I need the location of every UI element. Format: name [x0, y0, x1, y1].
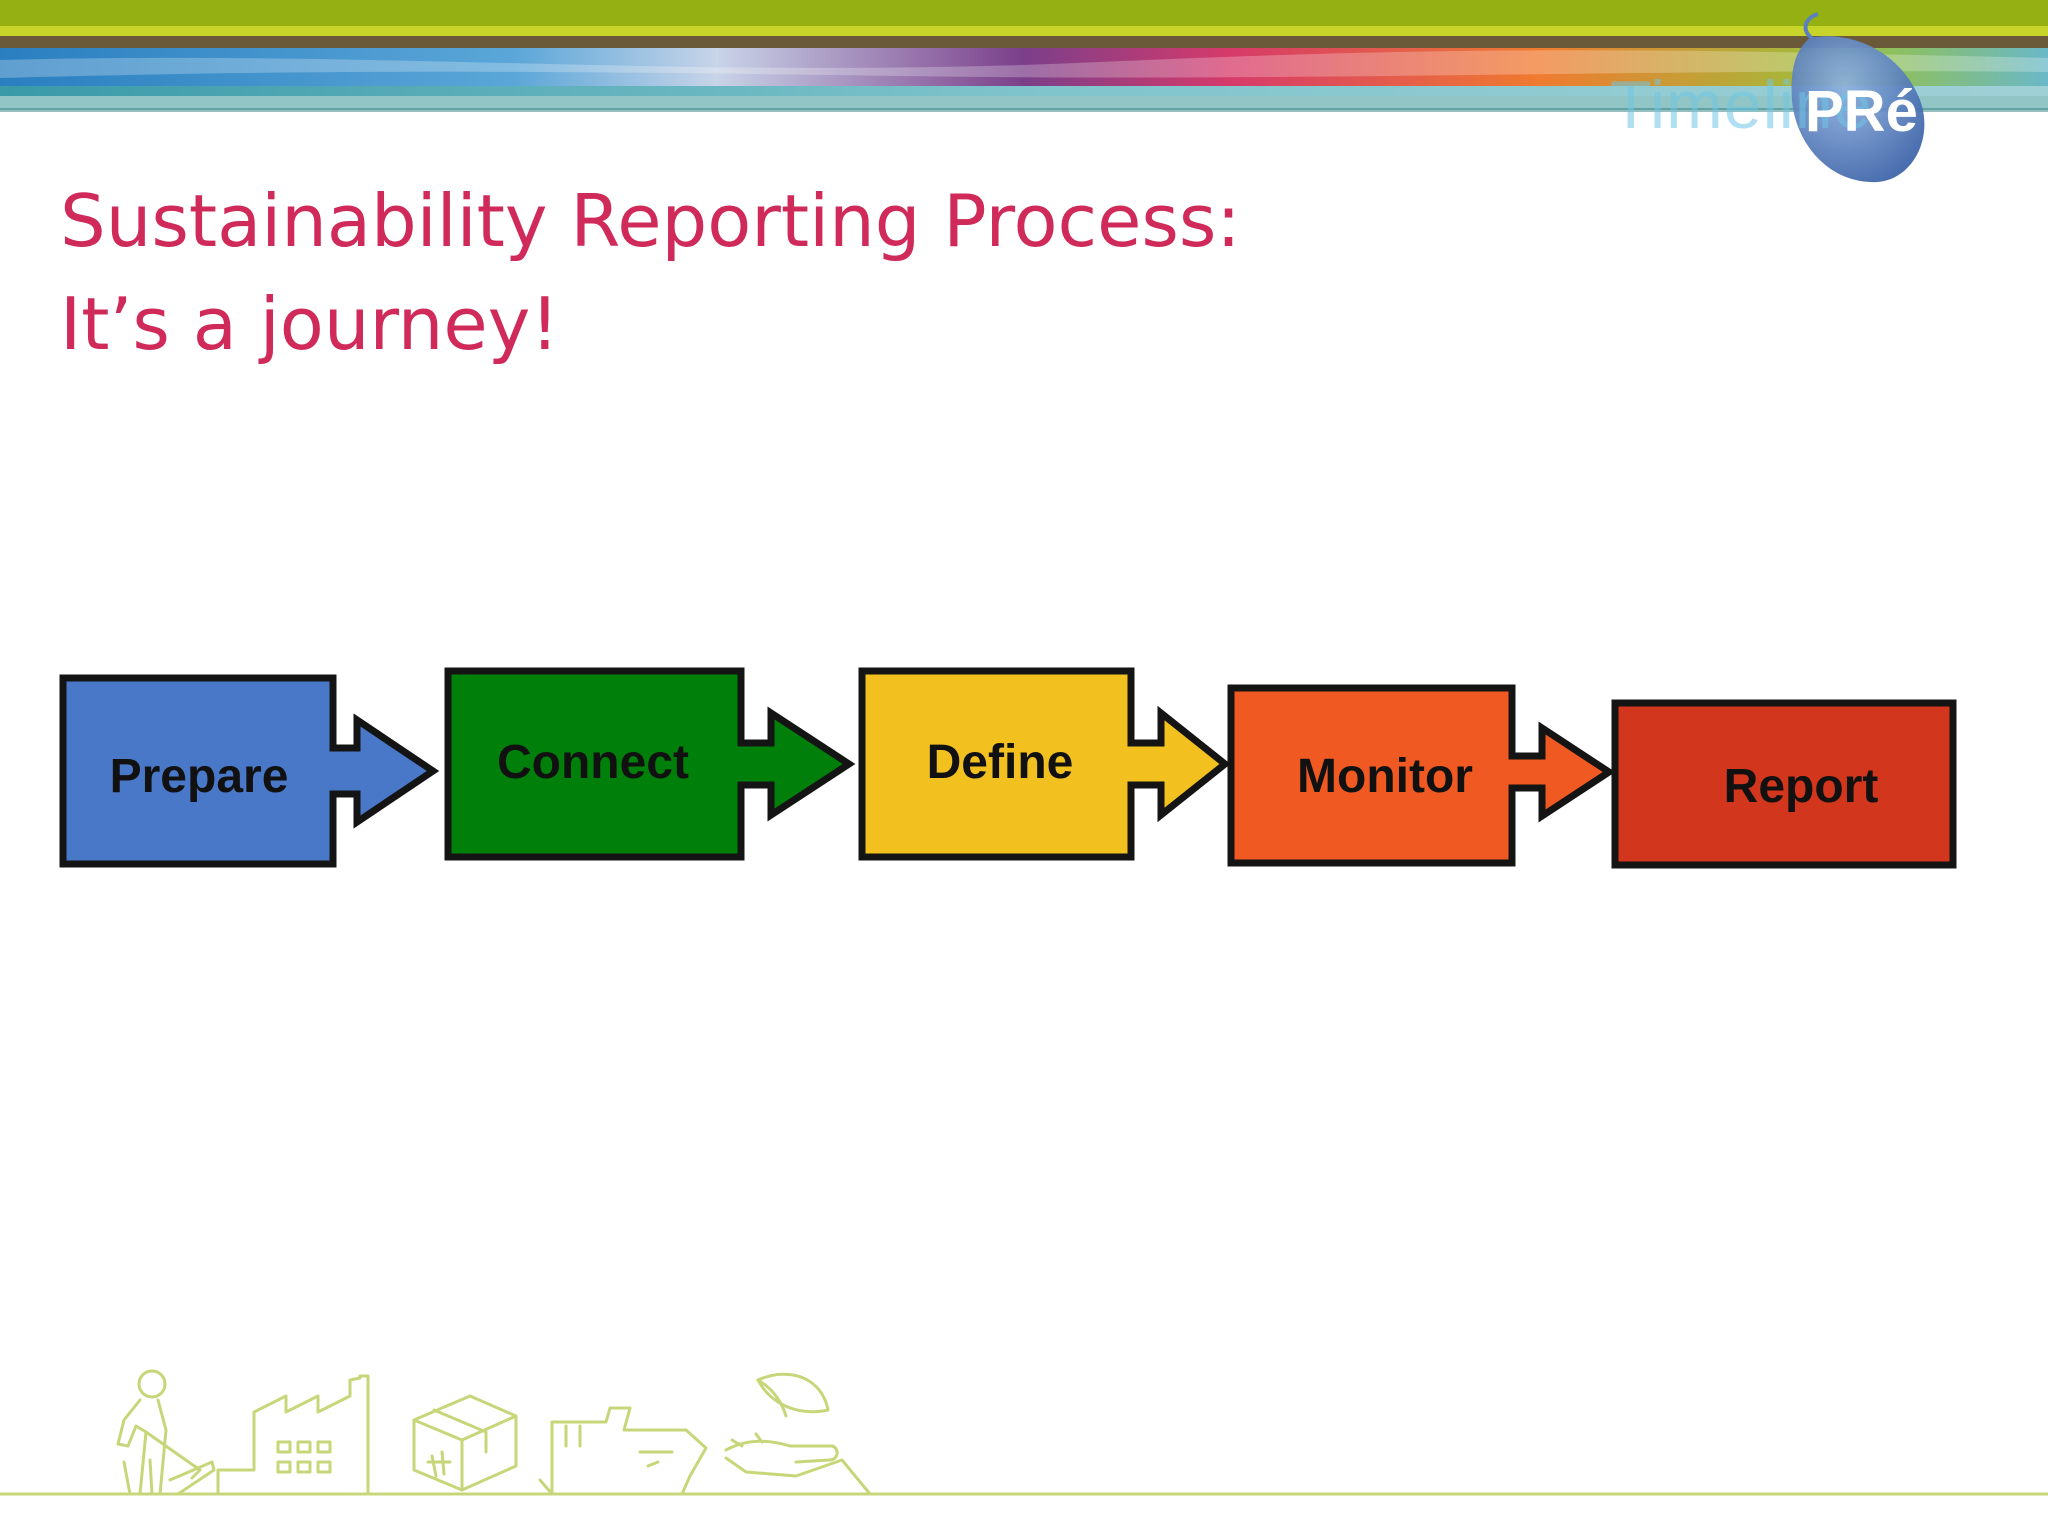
step-define: Define: [862, 671, 1225, 857]
step-monitor: Monitor: [1231, 688, 1609, 863]
factory-icon: [218, 1376, 368, 1494]
step-connect: Connect: [448, 671, 849, 857]
step-report: Report: [1615, 703, 1953, 865]
step-prepare: Prepare: [63, 678, 433, 864]
package-icon: [414, 1396, 516, 1490]
worker-icon: [118, 1371, 214, 1494]
step-connect-label: Connect: [497, 736, 689, 789]
step-report-label: Report: [1724, 760, 1879, 813]
step-define-label: Define: [927, 736, 1074, 789]
hand-leaf-icon: [726, 1374, 870, 1494]
step-prepare-label: Prepare: [110, 750, 289, 803]
footer-illustrations: [0, 1360, 2048, 1500]
ship-icon: [540, 1408, 706, 1494]
step-monitor-label: Monitor: [1297, 750, 1473, 803]
